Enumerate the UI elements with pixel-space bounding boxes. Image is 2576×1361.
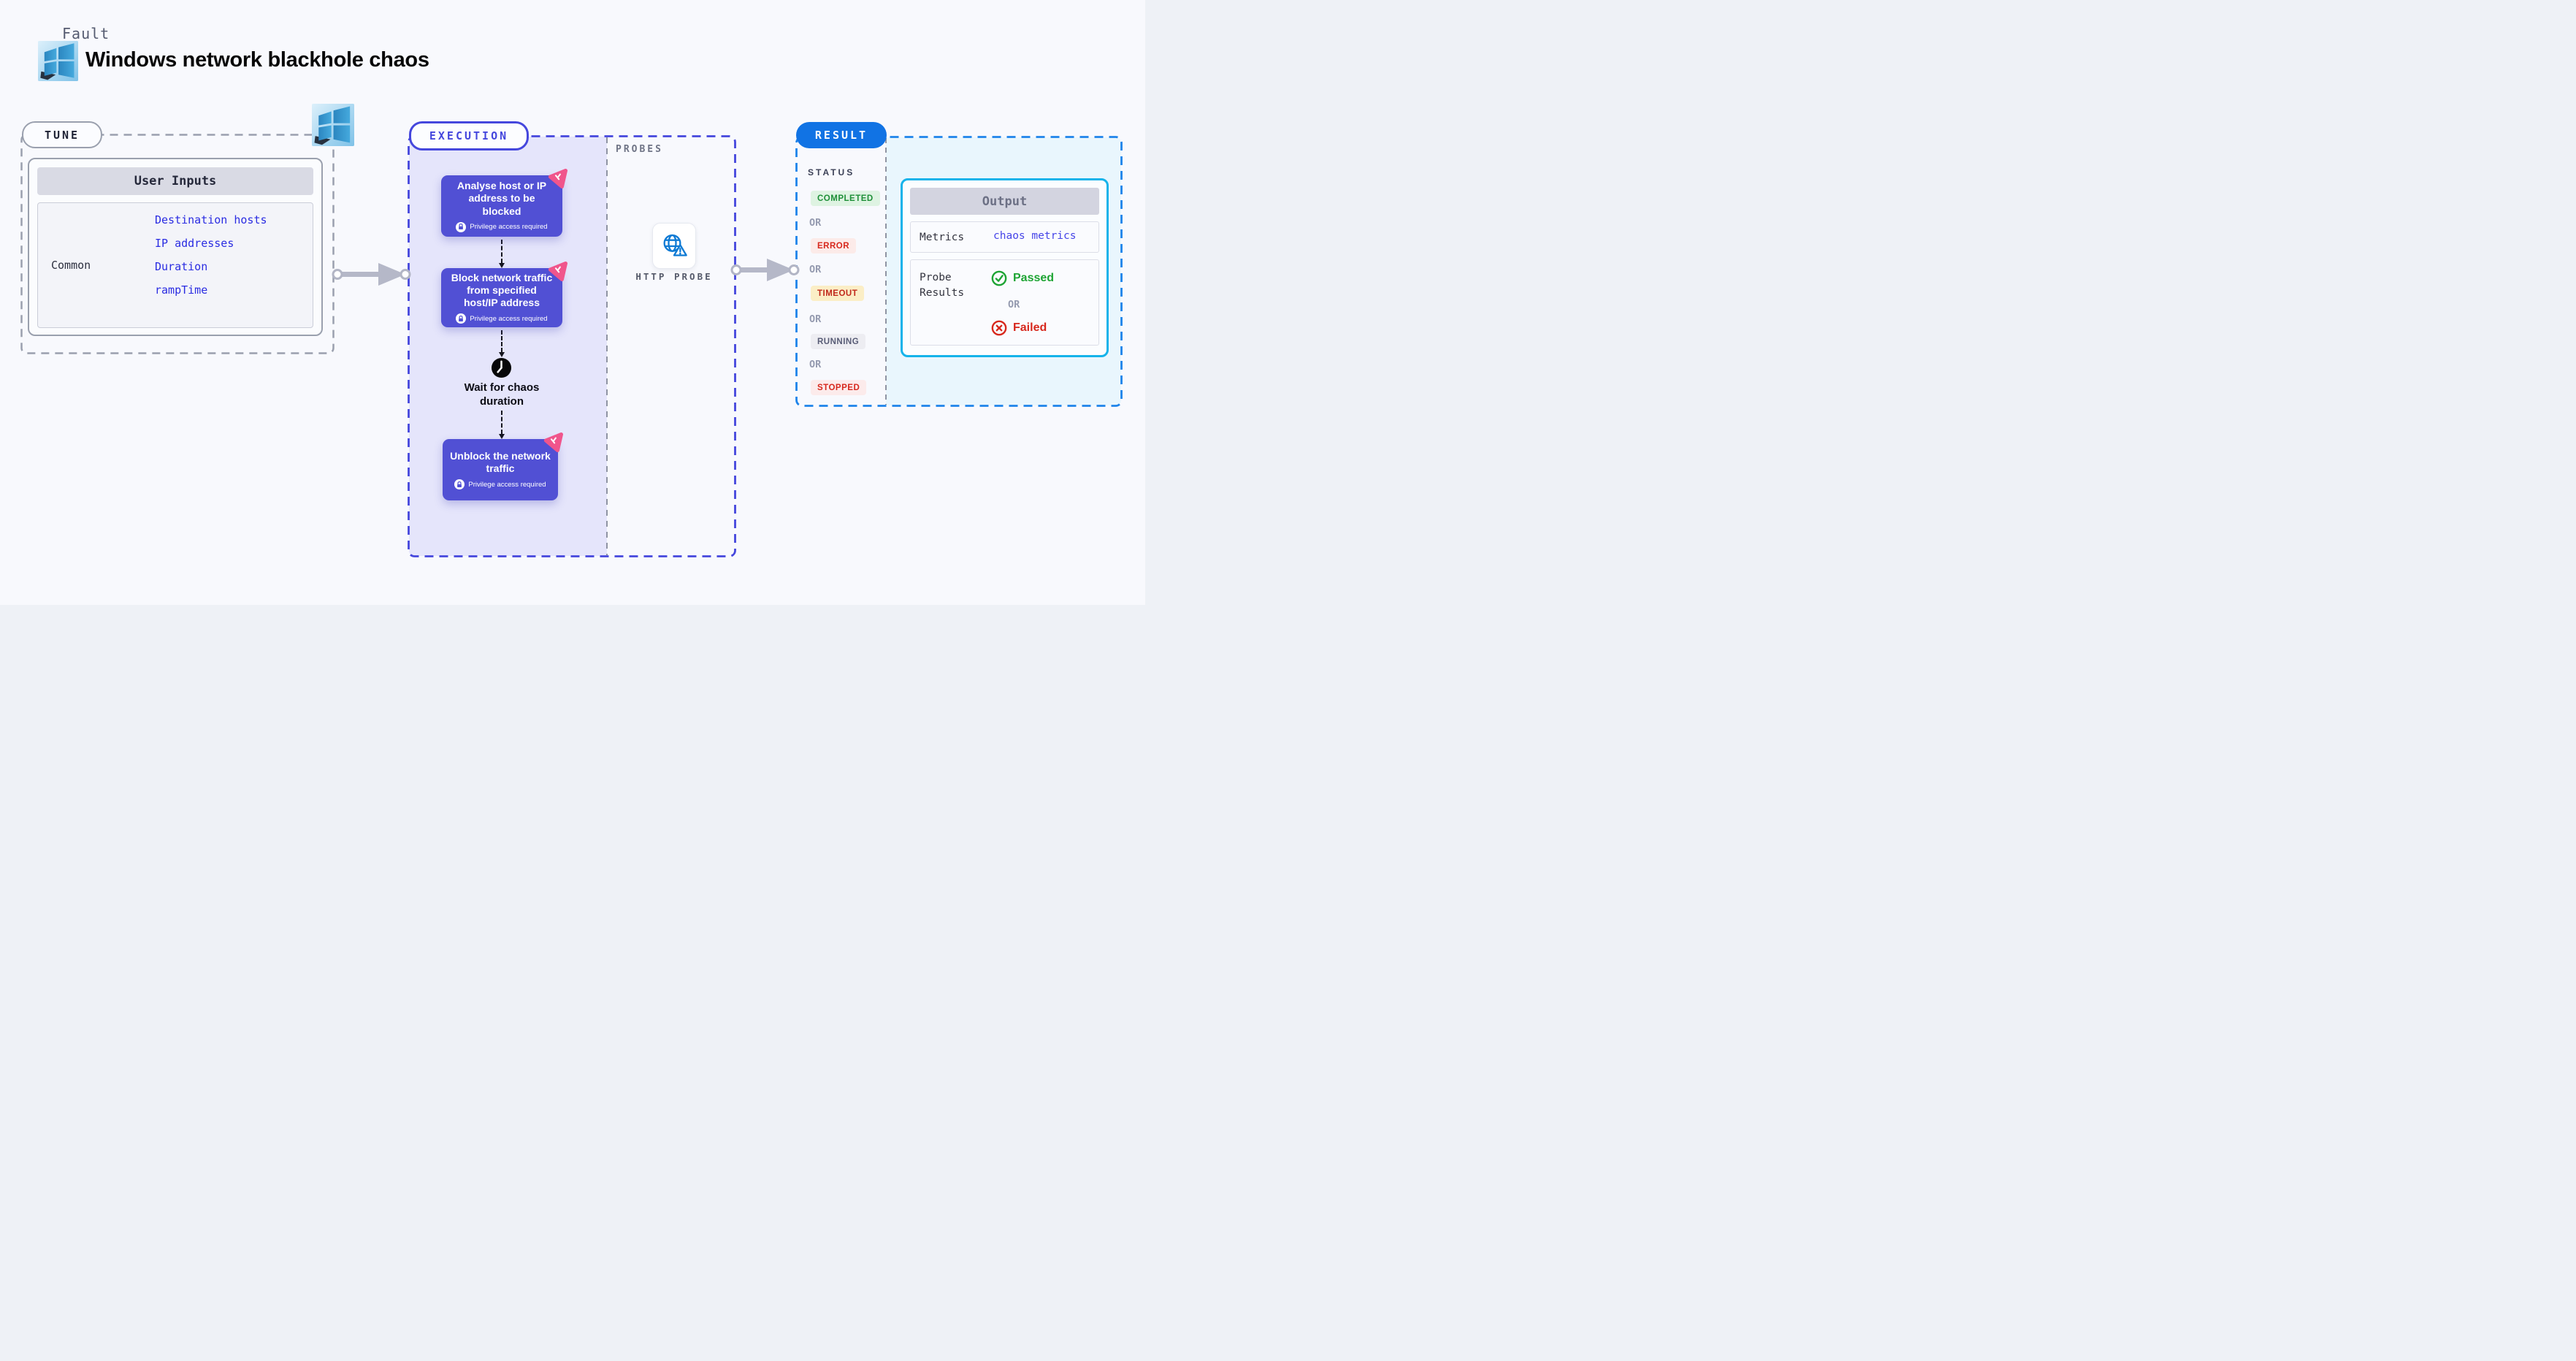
tune-label: TUNE — [44, 128, 80, 142]
failed-result: Failed — [991, 320, 1047, 336]
exec-node-block: Block network traffic from specified hos… — [441, 262, 567, 327]
execution-label-pill: EXECUTION — [409, 121, 529, 150]
diagram-canvas: Fault Windows network blackhole chaos TU… — [0, 0, 1145, 605]
result-label-pill: RESULT — [796, 122, 887, 148]
chaos-badge-icon — [543, 432, 563, 452]
user-inputs-body: Common Destination hosts IP addresses Du… — [37, 202, 313, 328]
windows-logo-icon — [38, 41, 78, 81]
flow-connector — [499, 330, 505, 357]
probes-label: PROBES — [616, 144, 663, 155]
or-separator: OR — [1008, 299, 1020, 310]
node-title: Analyse host or IP address to be blocked — [456, 180, 547, 217]
fault-eyebrow: Fault — [62, 25, 110, 42]
flow-connector — [499, 240, 505, 268]
link-ramptime[interactable]: rampTime — [155, 283, 208, 297]
lock-icon — [456, 313, 467, 324]
flow-arrow-icon — [730, 259, 800, 281]
output-table: Output Metrics chaos metrics Probe Resul… — [901, 178, 1109, 357]
wait-step-label: Wait for chaos duration — [464, 381, 540, 408]
or-separator: OR — [809, 313, 822, 325]
node-title: Unblock the network traffic — [450, 449, 551, 474]
failed-text: Failed — [1013, 321, 1047, 334]
privilege-row: Privilege access required — [454, 479, 546, 490]
link-duration[interactable]: Duration — [155, 260, 208, 273]
privilege-row: Privilege access required — [456, 221, 548, 232]
status-badge-stopped: STOPPED — [811, 380, 867, 395]
status-badge-error: ERROR — [811, 238, 857, 253]
http-probe-card — [652, 223, 696, 269]
exec-node-unblock: Unblock the network traffic Privilege ac… — [443, 432, 563, 500]
result-label: RESULT — [814, 129, 868, 142]
windows-logo-icon — [312, 104, 354, 146]
status-badge-timeout: TIMEOUT — [811, 286, 865, 301]
execution-label: EXECUTION — [429, 129, 509, 142]
privilege-text: Privilege access required — [470, 223, 548, 232]
metrics-label: Metrics — [920, 232, 965, 243]
metrics-row: Metrics chaos metrics — [910, 221, 1099, 253]
passed-result: Passed — [991, 270, 1054, 286]
privilege-row: Privilege access required — [456, 313, 548, 324]
user-inputs-header: User Inputs — [37, 167, 313, 195]
or-separator: OR — [809, 217, 822, 229]
metrics-value-link[interactable]: chaos metrics — [993, 230, 1077, 242]
page-title: Windows network blackhole chaos — [85, 48, 429, 72]
chaos-badge-icon — [548, 169, 567, 188]
x-circle-icon — [991, 320, 1007, 336]
user-inputs-table: User Inputs Common Destination hosts IP … — [28, 158, 323, 336]
privilege-text: Privilege access required — [468, 480, 546, 489]
or-separator: OR — [809, 359, 822, 370]
chaos-badge-icon — [548, 262, 567, 281]
node-title: Block network traffic from specified hos… — [451, 271, 553, 309]
privilege-text: Privilege access required — [470, 314, 548, 323]
clock-icon — [491, 357, 512, 378]
flow-connector — [499, 411, 505, 439]
tune-label-pill: TUNE — [22, 121, 102, 148]
common-row-label: Common — [51, 259, 91, 272]
probe-results-row: Probe Results Passed OR Failed — [910, 259, 1099, 346]
status-badge-completed: COMPLETED — [811, 191, 880, 206]
flow-arrow-icon — [332, 263, 411, 286]
link-destination-hosts[interactable]: Destination hosts — [155, 213, 267, 226]
status-heading: STATUS — [808, 167, 855, 178]
link-ip-addresses[interactable]: IP addresses — [155, 237, 234, 250]
globe-alert-icon — [663, 234, 687, 256]
or-separator: OR — [809, 264, 822, 275]
lock-icon — [454, 479, 465, 490]
output-header: Output — [910, 188, 1099, 215]
passed-text: Passed — [1013, 272, 1055, 284]
probe-results-label: Probe Results — [920, 272, 965, 300]
check-circle-icon — [991, 270, 1007, 286]
status-badge-running: RUNNING — [811, 334, 866, 349]
lock-icon — [456, 221, 467, 232]
exec-node-analyse: Analyse host or IP address to be blocked… — [441, 169, 567, 237]
http-probe-label: HTTP PROBE — [635, 271, 713, 282]
